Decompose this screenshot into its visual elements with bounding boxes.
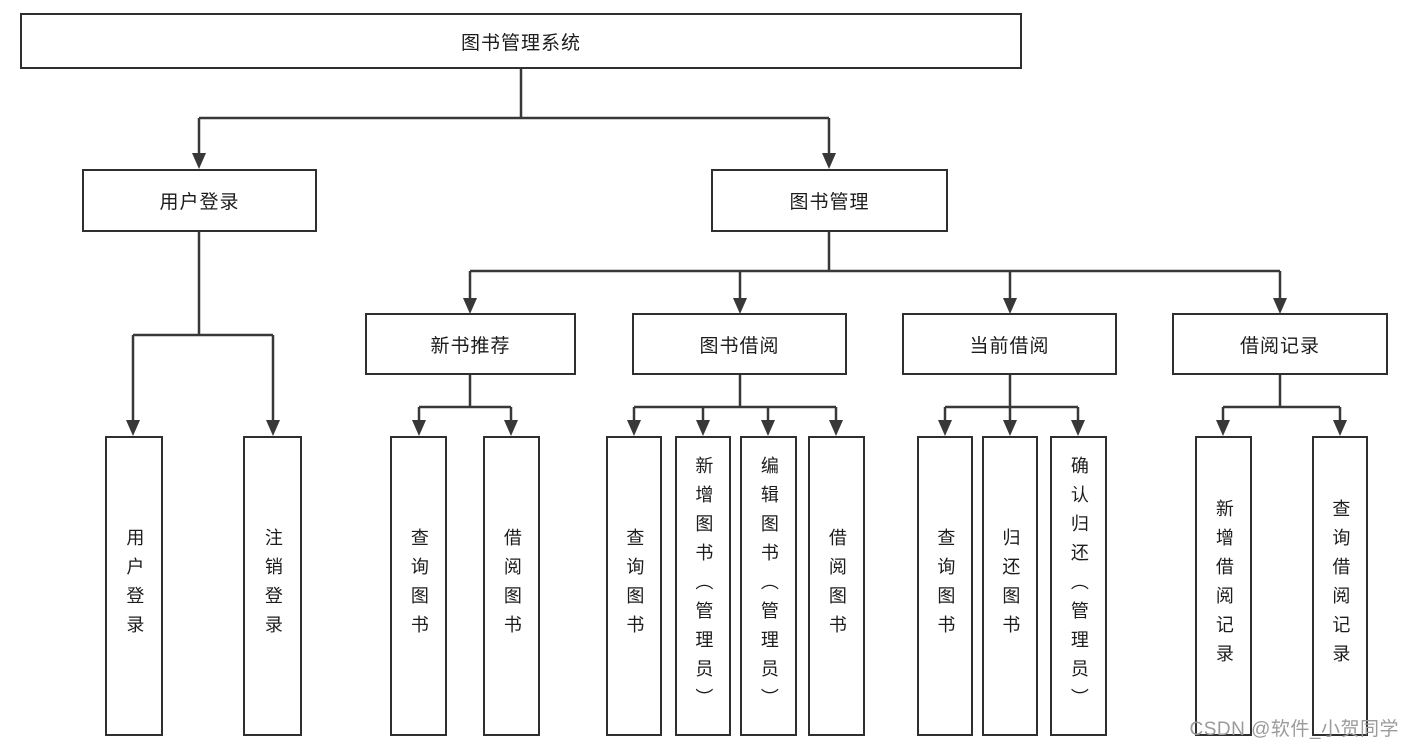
leaf-records-add-record-label: 新增借阅记录: [1213, 499, 1234, 673]
leaf-user-login: 用户登录: [105, 436, 163, 736]
leaf-newbook-query-books-label: 查询图书: [408, 528, 429, 644]
leaf-current-return-books: 归还图书: [982, 436, 1038, 736]
leaf-logout: 注销登录: [243, 436, 302, 736]
leaf-borrow-add-books-admin-label: 新增图书（管理员）: [693, 455, 714, 717]
leaf-current-return-books-label: 归还图书: [1000, 528, 1021, 644]
leaf-borrow-borrow-books: 借阅图书: [808, 436, 865, 736]
node-current-borrow: 当前借阅: [902, 313, 1117, 375]
node-root-system: 图书管理系统: [20, 13, 1022, 69]
leaf-borrow-query-books-label: 查询图书: [624, 528, 645, 644]
leaf-records-add-record: 新增借阅记录: [1195, 436, 1252, 736]
leaf-logout-label: 注销登录: [262, 528, 283, 644]
leaf-borrow-query-books: 查询图书: [606, 436, 662, 736]
node-book-management: 图书管理: [711, 169, 948, 232]
node-user-login: 用户登录: [82, 169, 317, 232]
leaf-newbook-query-books: 查询图书: [390, 436, 447, 736]
leaf-records-query-record: 查询借阅记录: [1312, 436, 1368, 736]
node-new-book-recommend: 新书推荐: [365, 313, 576, 375]
leaf-borrow-borrow-books-label: 借阅图书: [826, 528, 847, 644]
leaf-current-query-books: 查询图书: [917, 436, 973, 736]
leaf-user-login-label: 用户登录: [124, 528, 145, 644]
leaf-newbook-borrow-books-label: 借阅图书: [501, 528, 522, 644]
leaf-records-query-record-label: 查询借阅记录: [1330, 499, 1351, 673]
leaf-borrow-edit-books-admin: 编辑图书（管理员）: [740, 436, 797, 736]
csdn-watermark: CSDN @软件_小贺同学: [1189, 719, 1399, 740]
leaf-current-confirm-return-admin-label: 确认归还（管理员）: [1068, 455, 1089, 717]
leaf-borrow-edit-books-admin-label: 编辑图书（管理员）: [758, 455, 779, 717]
leaf-current-query-books-label: 查询图书: [935, 528, 956, 644]
leaf-borrow-add-books-admin: 新增图书（管理员）: [675, 436, 731, 736]
leaf-newbook-borrow-books: 借阅图书: [483, 436, 540, 736]
node-borrow-records: 借阅记录: [1172, 313, 1388, 375]
node-book-borrow: 图书借阅: [632, 313, 847, 375]
leaf-current-confirm-return-admin: 确认归还（管理员）: [1050, 436, 1107, 736]
